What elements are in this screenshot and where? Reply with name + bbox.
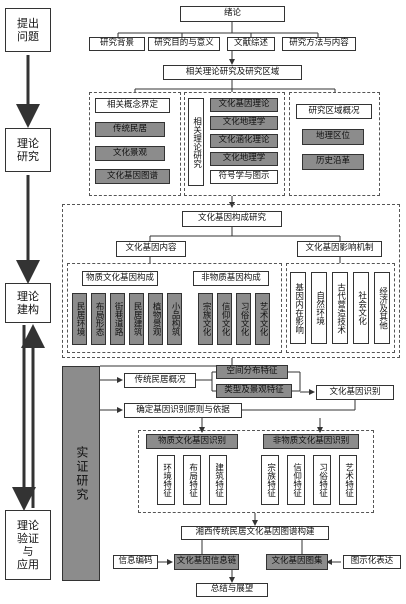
construct-outer-group: [62, 204, 400, 358]
dwelling-overview: 传统民居概况: [124, 373, 196, 388]
construct-title: 文化基因构成研究: [182, 211, 282, 227]
intro-item-methods: 研究方法与内容: [282, 37, 356, 51]
theory-acculturation: 文化涵化理论: [210, 134, 278, 148]
nonmaterial-custom: 习俗文化: [236, 293, 251, 345]
concept-traditional-dwelling: 传统民居: [95, 122, 165, 137]
theories-title: 相关理论研究: [188, 98, 204, 186]
intro-title: 绪论: [180, 6, 285, 22]
empirical-research-label: 实证研究: [62, 366, 100, 581]
mechanism-technique: 古代营造技术: [332, 272, 348, 344]
stage-theory-verification: 理论 验证 与 应用: [5, 510, 51, 580]
identification-group: [138, 430, 374, 513]
non-id-custom: 习俗特征: [313, 455, 331, 505]
summary-outlook: 总结与展望: [196, 583, 268, 597]
theory-title: 相关理论研究及研究区域: [163, 65, 302, 80]
gene-identification: 文化基因识别: [316, 385, 394, 400]
material-structures: 小品构筑: [167, 293, 182, 345]
concepts-title: 相关概念界定: [95, 98, 170, 113]
atlas-construction: 湘西传统民居文化基因图谱构建: [181, 526, 329, 540]
concept-cultural-landscape: 文化景观: [95, 146, 165, 161]
mechanism-economic: 经济及其他: [374, 272, 390, 344]
mechanism-group: [286, 263, 395, 353]
mat-id-building: 建筑特征: [209, 455, 227, 505]
gene-info-chain: 文化基因信息链: [174, 554, 239, 570]
nonmaterial-art: 艺术文化: [255, 293, 270, 345]
non-id-art: 艺术特征: [339, 455, 357, 505]
nonmaterial-identification-title: 非物质文化基因识别: [263, 434, 359, 449]
intro-item-purpose: 研究目的与意义: [148, 37, 220, 51]
theory-semiotics: 符号学与图示: [210, 170, 278, 184]
theory-cultural-geography-1: 文化地理学: [210, 116, 278, 130]
stage-theory-construction: 理论 建构: [5, 283, 51, 323]
mat-id-layout: 布局特征: [183, 455, 201, 505]
material-identification-title: 物质文化基因识别: [146, 434, 238, 449]
nonmaterial-gene-title: 非物质基因构成: [193, 271, 269, 286]
theory-concepts-group: [89, 92, 181, 196]
material-gene-title: 物质文化基因构成: [82, 271, 158, 286]
theory-cultural-geography-2: 文化地理学: [210, 152, 278, 166]
identification-principle: 确定基因识别原则与依据: [124, 403, 242, 418]
theory-cultural-gene: 文化基因理论: [210, 98, 278, 112]
gene-mechanism-title: 文化基因影响机制: [297, 241, 382, 257]
material-env: 民居环境: [72, 293, 87, 345]
intro-item-review: 文献综述: [227, 37, 275, 51]
spatial-distribution: 空间分布特征: [216, 365, 288, 379]
region-overview-title: 研究区域概况: [296, 104, 372, 119]
intro-item-background: 研究背景: [89, 37, 145, 51]
mat-id-env: 环境特征: [157, 455, 175, 505]
non-id-clan: 宗族特征: [261, 455, 279, 505]
information-encoding: 信息编码: [113, 555, 158, 569]
region-location: 地理区位: [302, 129, 364, 145]
concept-gene-atlas: 文化基因图谱: [95, 169, 170, 184]
material-streets: 街巷道路: [110, 293, 125, 345]
theory-region-group: [289, 92, 380, 196]
mechanism-natural: 自然环境: [311, 272, 327, 344]
mechanism-internal: 基因内在影响: [290, 272, 306, 344]
graphic-expression: 图示化表达: [343, 555, 401, 569]
gene-atlas-set: 文化基因图集: [266, 554, 328, 570]
stage-propose-question: 提出 问题: [5, 8, 51, 52]
material-plants: 植物景观: [148, 293, 163, 345]
non-id-belief: 信仰特征: [287, 455, 305, 505]
material-buildings: 民居建筑: [129, 293, 144, 345]
material-layout: 布局形态: [91, 293, 106, 345]
content-group: [67, 263, 282, 353]
region-history: 历史沿革: [302, 154, 364, 170]
gene-content-title: 文化基因内容: [116, 241, 186, 257]
theory-theories-group: [184, 92, 285, 196]
stage-theory-research: 理论 研究: [5, 128, 51, 172]
nonmaterial-belief: 信仰文化: [217, 293, 232, 345]
type-landscape: 类型及景观特征: [216, 384, 292, 398]
nonmaterial-clan: 宗族文化: [198, 293, 213, 345]
mechanism-social: 社会文化: [353, 272, 369, 344]
